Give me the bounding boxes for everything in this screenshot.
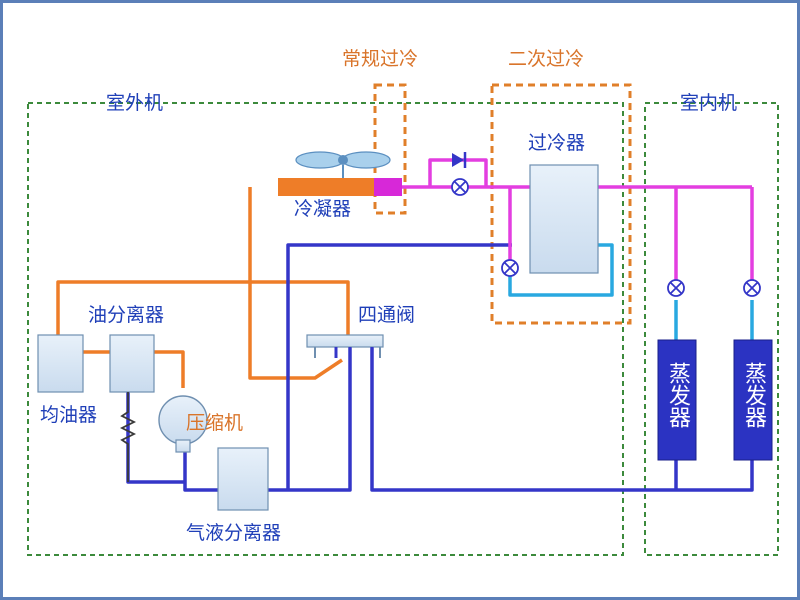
- pipe-compressor-discharge: [154, 350, 185, 388]
- four-way-valve-icon: [306, 334, 384, 358]
- evaporator-1-label: 蒸发器: [665, 362, 690, 428]
- pipe-oilsep-to-valve: [56, 280, 350, 340]
- conventional-subcooling-region: [373, 83, 407, 215]
- compressor-icon: [158, 395, 208, 453]
- fan-icon: [295, 151, 391, 178]
- secondary-subcooling-region: [490, 83, 632, 325]
- indoor-unit-label: 室内机: [680, 92, 738, 114]
- cyan-pipes: [508, 243, 754, 340]
- orange-pipes: [56, 187, 350, 388]
- pipe-valve-to-separator: [268, 345, 352, 492]
- check-valve-icon: [452, 152, 467, 168]
- oil-equalizer-body: [37, 334, 84, 393]
- subcooler-body: [529, 164, 599, 274]
- four-way-valve-label: 四通阀: [358, 304, 416, 326]
- compressor-label: 压缩机: [186, 412, 244, 434]
- spring-icon: [119, 392, 137, 482]
- gas-liquid-separator-body: [217, 447, 269, 511]
- oil-equalizer-label: 均油器: [40, 404, 98, 426]
- pipe-separator-to-compressor: [183, 452, 218, 492]
- condenser-body: [278, 178, 378, 196]
- oil-separator-body: [109, 334, 155, 393]
- conventional-subcooling-label: 常规过冷: [342, 48, 419, 70]
- condenser-label: 冷凝器: [294, 198, 352, 220]
- secondary-subcooling-label: 二次过冷: [508, 48, 585, 70]
- evaporator-2-label: 蒸发器: [741, 362, 766, 428]
- evaporator-1-body: [657, 339, 697, 461]
- expansion-valve-icon: [451, 178, 761, 297]
- oil-separator-label: 油分离器: [88, 304, 165, 326]
- outdoor-unit-label: 室外机: [106, 92, 164, 114]
- pipe-condenser-feed: [248, 187, 343, 380]
- evaporator-2-body: [733, 339, 773, 461]
- gas-liquid-separator-label: 气液分离器: [186, 522, 282, 544]
- pipe-subcooler-loop: [508, 243, 614, 297]
- outdoor-unit-region: [27, 102, 624, 556]
- pipe-subcooler-return: [286, 243, 512, 490]
- subcooler-label: 过冷器: [528, 132, 586, 154]
- condenser-subcool-section: [374, 178, 402, 196]
- pipe-evaporator-return: [370, 345, 754, 492]
- indoor-unit-region: [644, 102, 779, 556]
